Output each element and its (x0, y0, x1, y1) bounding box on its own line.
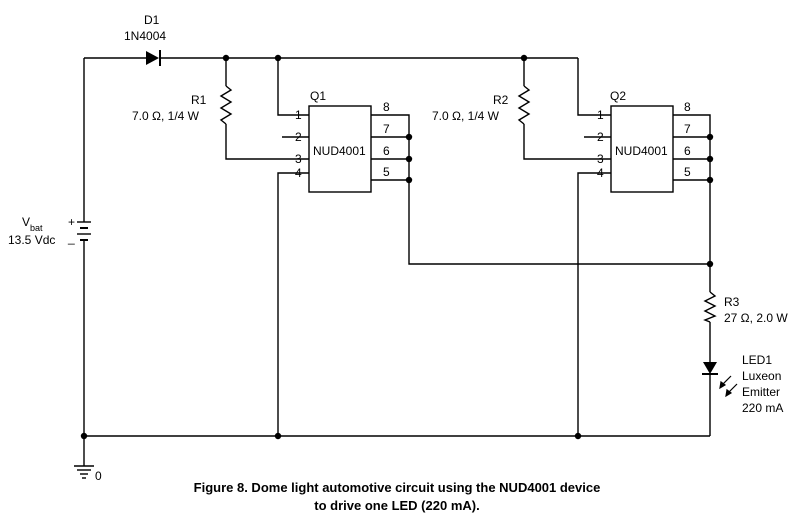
junction-dots (80, 54, 714, 440)
q1-ref: Q1 (310, 89, 326, 103)
led-line2: Emitter (742, 385, 780, 399)
light-emission-arrows-icon (719, 375, 738, 398)
battery-plus: + (68, 215, 75, 229)
r2-ref: R2 (493, 93, 509, 107)
led-line1: Luxeon (742, 369, 781, 383)
d1-part: 1N4004 (124, 29, 166, 43)
r3-ref: R3 (724, 295, 740, 309)
q1-pin-2: 2 (295, 130, 302, 144)
q2-pin-7: 7 (684, 122, 691, 136)
r2-value: 7.0 Ω, 1/4 W (432, 109, 500, 123)
q2-pin-1: 1 (597, 108, 604, 122)
q1-pin-3: 3 (295, 152, 302, 166)
r3-value: 27 Ω, 2.0 W (724, 311, 788, 325)
battery-value: 13.5 Vdc (8, 233, 55, 247)
resistor-r2 (517, 85, 531, 125)
r1-ref: R1 (191, 93, 207, 107)
q1-pin-7: 7 (383, 122, 390, 136)
d1-ref: D1 (144, 13, 160, 27)
q1-pin-8: 8 (383, 100, 390, 114)
q2-pin-3: 3 (597, 152, 604, 166)
led-icon (702, 362, 718, 375)
q2-pin-6: 6 (684, 144, 691, 158)
q1-pin-6: 6 (383, 144, 390, 158)
q1-chip-body (308, 105, 372, 193)
r1-value: 7.0 Ω, 1/4 W (132, 109, 200, 123)
q2-pin-2: 2 (597, 130, 604, 144)
q1-pin-5: 5 (383, 165, 390, 179)
q1-pin-1: 1 (295, 108, 302, 122)
q2-pin-5: 5 (684, 165, 691, 179)
q2-pin-8: 8 (684, 100, 691, 114)
led-current: 220 mA (742, 401, 783, 415)
q1-pin-4: 4 (295, 166, 302, 180)
ground-icon (74, 465, 94, 479)
battery-minus: _ (67, 231, 75, 245)
led-ref: LED1 (742, 353, 772, 367)
q2-ref: Q2 (610, 89, 626, 103)
ground-label: 0 (95, 469, 102, 483)
q2-chip-label: NUD4001 (615, 144, 668, 158)
resistor-r3 (703, 291, 717, 323)
q2-chip-body (610, 105, 674, 193)
diode-d1 (146, 50, 161, 66)
q1-chip-label: NUD4001 (313, 144, 366, 158)
resistor-r1 (219, 85, 233, 125)
q2-pin-4: 4 (597, 166, 604, 180)
caption-line-1: Figure 8. Dome light automotive circuit … (194, 480, 601, 495)
battery-label: Vbat (22, 215, 43, 233)
caption-line-2: to drive one LED (220 mA). (314, 498, 479, 513)
battery-icon (77, 221, 91, 246)
